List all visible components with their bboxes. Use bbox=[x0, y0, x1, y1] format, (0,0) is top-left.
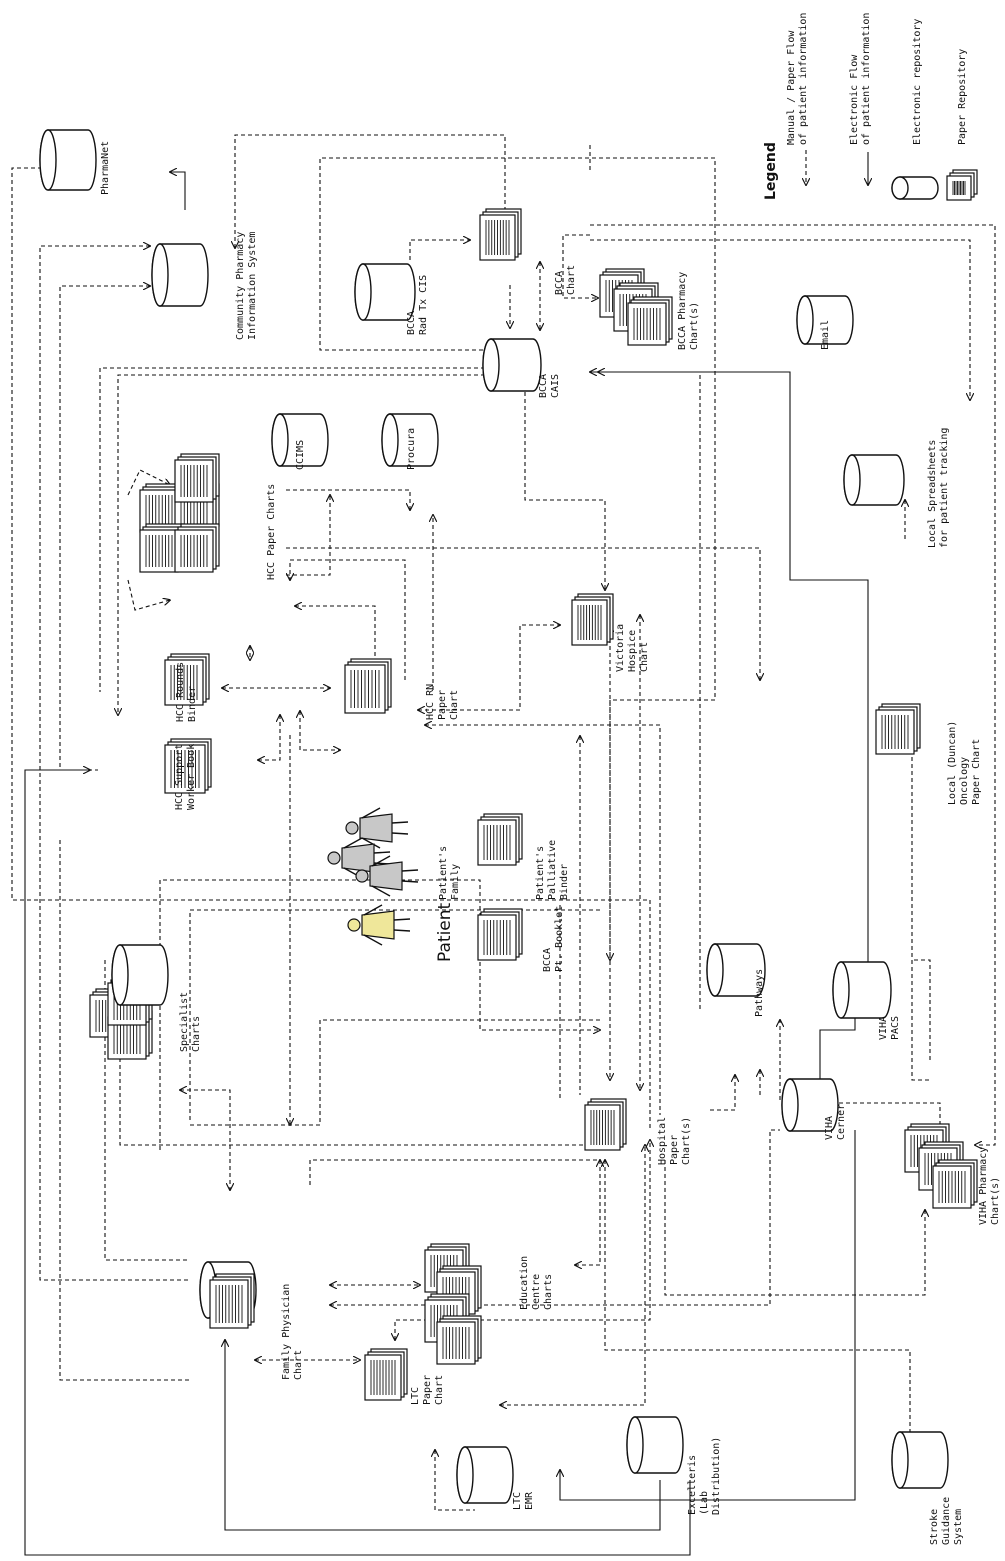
manual-flow-line bbox=[425, 725, 660, 1115]
victoria-hospice-label: VictoriaHospiceChart bbox=[615, 624, 650, 672]
manual-flow-line bbox=[320, 158, 485, 350]
electronic-flow-line bbox=[560, 1130, 855, 1500]
local-duncan-oncology-paper-chart bbox=[876, 704, 920, 754]
email-label: Email bbox=[820, 320, 831, 350]
legend-manual-flow-label: Manual / Paper Flowof patient informatio… bbox=[786, 13, 809, 145]
stroke-guidance-database bbox=[892, 1432, 948, 1488]
manual-flow-line bbox=[190, 910, 600, 1120]
hcc-rn-paper-chart bbox=[345, 659, 391, 713]
excelleris-database bbox=[627, 1417, 683, 1473]
palliative-binder-paper bbox=[478, 814, 522, 865]
community-pharmacy-label: Community PharmacyInformation System bbox=[235, 232, 258, 340]
bcca-booklet-paper bbox=[478, 909, 522, 960]
legend-electronic-repository-label: Electronic repository bbox=[912, 19, 923, 145]
manual-flow-line bbox=[330, 1130, 780, 1305]
patients-family-label: Patient'sFamily bbox=[438, 846, 461, 900]
excelleris-label: Excelleris(LabDistribution) bbox=[687, 1437, 722, 1515]
bcca-booklet-label: BCCAPt. Booklet bbox=[542, 906, 565, 972]
manual-flow-line bbox=[912, 960, 930, 1060]
manual-flow-line bbox=[286, 495, 330, 575]
bcca-pharmacy-charts bbox=[600, 269, 672, 345]
electronic-flow-line bbox=[590, 372, 868, 990]
hospital-paper-label: HospitalPaperChart(s) bbox=[657, 1117, 692, 1165]
viha-pacs-database bbox=[833, 962, 891, 1018]
manual-flow-line bbox=[912, 715, 930, 1080]
bcca-pharmacy-charts-stack bbox=[628, 297, 672, 345]
education-centre-charts-stack bbox=[437, 1316, 481, 1364]
electronic-flow-line bbox=[170, 172, 185, 210]
manual-flow-line bbox=[410, 240, 470, 260]
hcc-rn-label: HCC RNPaperChart bbox=[425, 684, 460, 720]
bcca-pharmacy-label: BCCA PharmacyChart(s) bbox=[677, 272, 700, 350]
bcca-chart-label: BCCAChart bbox=[554, 265, 577, 295]
bcca-cais-database bbox=[483, 339, 541, 391]
bcca-cais-label: BCCACAIS bbox=[538, 374, 561, 398]
manual-flow-line bbox=[180, 1090, 230, 1190]
legend-paper-repository-label: Paper Repository bbox=[957, 49, 968, 145]
local-spreadsheets-database bbox=[844, 455, 904, 505]
pharmanet-database bbox=[40, 130, 96, 190]
community-pharmacy-database bbox=[152, 244, 208, 306]
education-centre-charts bbox=[425, 1244, 481, 1364]
manual-flow-line bbox=[710, 1075, 735, 1110]
viha-pharmacy-label: VIHA PharmacyChart(s) bbox=[978, 1147, 1001, 1225]
ltc-paper-chart bbox=[365, 1349, 407, 1400]
bcca-chart-paper bbox=[480, 209, 521, 260]
legend-electronic-flow-label: Electronic Flowof patient information bbox=[849, 13, 872, 145]
manual-flow-line bbox=[235, 135, 505, 248]
viha-pacs-label: VIHAPACS bbox=[878, 1016, 901, 1040]
education-centre-label: EducationCentreCharts bbox=[519, 1256, 554, 1310]
manual-flow-line bbox=[310, 1160, 600, 1185]
manual-flow-line bbox=[286, 490, 410, 510]
manual-flow-line bbox=[60, 286, 150, 770]
manual-flow-line bbox=[605, 1160, 910, 1440]
manual-flow-line bbox=[598, 372, 700, 1012]
victoria-hospice-chart-paper bbox=[572, 594, 613, 645]
ltc-emr-database bbox=[457, 1447, 513, 1503]
hcc-support-label: HCC SupportWorker Book bbox=[174, 744, 197, 810]
viha-pharmacy-charts bbox=[905, 1124, 977, 1208]
patient-figure bbox=[348, 905, 410, 945]
pathways-label: Pathways bbox=[754, 969, 765, 1017]
local-spreadsheets-label: Local Spreadsheetsfor patient tracking bbox=[927, 428, 950, 548]
manual-flow-line bbox=[575, 1160, 600, 1265]
manual-flow-line bbox=[525, 378, 605, 590]
pharmanet-label: PharmaNet bbox=[100, 141, 111, 195]
manual-flow-line bbox=[665, 1160, 925, 1295]
manual-flow-line bbox=[590, 225, 995, 1145]
viha-pharmacy-charts-stack bbox=[933, 1160, 977, 1208]
stroke-label: StrokeGuidanceSystem bbox=[929, 1497, 964, 1545]
manual-flow-line bbox=[258, 715, 280, 760]
hcc-paper-charts-stacks bbox=[140, 454, 219, 572]
ltc-emr-label: LTCEMR bbox=[512, 1491, 535, 1510]
legend-electronic-repository-icon bbox=[892, 177, 938, 199]
procura-label: Procura bbox=[406, 428, 417, 470]
manual-flow-line bbox=[300, 711, 340, 750]
legend-title: Legend bbox=[763, 142, 779, 200]
patient-title: Patient bbox=[435, 902, 455, 962]
manual-flow-line bbox=[128, 580, 170, 610]
legend-paper-repository-icon bbox=[947, 170, 977, 200]
specialist-charts-database bbox=[112, 945, 168, 1005]
hospital-paper-charts bbox=[585, 1099, 626, 1150]
ltc-paper-label: LTCPaperChart bbox=[410, 1375, 445, 1405]
family-physician-label: Family PhysicianChart bbox=[281, 1284, 304, 1380]
hcc-paper-charts-stacks-stack bbox=[175, 454, 219, 502]
repositories bbox=[40, 130, 977, 1503]
ccims-label: CCIMS bbox=[295, 440, 306, 470]
hcc-paper-charts-label: HCC Paper Charts bbox=[266, 484, 277, 580]
hcc-paper-charts-stacks-stack bbox=[175, 524, 219, 572]
manual-flow-line bbox=[190, 1020, 600, 1125]
palliative-binder-label: Patient'sPalliativeBinder bbox=[535, 840, 570, 900]
electronic-flow-line bbox=[25, 770, 690, 1555]
manual-flow-line bbox=[60, 840, 190, 1380]
local-duncan-label: Local (Duncan)OncologyPaper Chart bbox=[947, 721, 982, 805]
family-physician-chart-paper bbox=[210, 1274, 254, 1328]
legend: Legend Manual / Paper Flowof patient info… bbox=[763, 13, 977, 200]
